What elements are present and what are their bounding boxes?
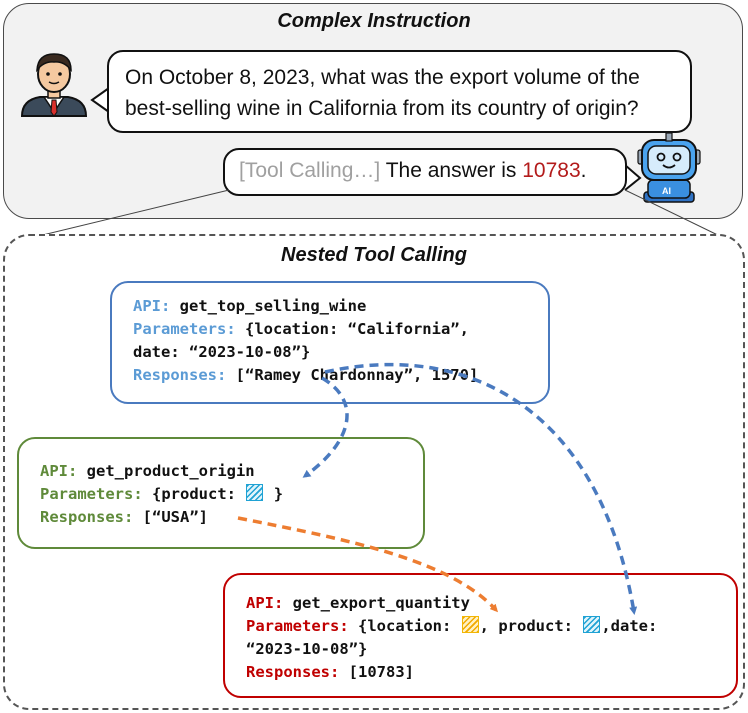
responses-key: Responses: <box>40 508 134 526</box>
blue-placeholder-icon <box>583 616 601 633</box>
api-name: get_product_origin <box>86 462 255 480</box>
question-bubble: On October 8, 2023, what was the export … <box>107 50 692 133</box>
parameters-key: Parameters: <box>40 485 143 503</box>
tool-call-product-origin: API: get_product_origin Parameters: {pro… <box>17 437 425 549</box>
tool-call-export-quantity: API: get_export_quantity Parameters: {lo… <box>223 573 738 698</box>
parameters-value-end: } <box>273 485 284 503</box>
answer-suffix: . <box>580 159 587 182</box>
tool-calling-label: [Tool Calling…] <box>239 159 381 182</box>
blue-placeholder-icon <box>246 484 264 501</box>
parameters-value: {location: “California”, <box>245 320 469 338</box>
responses-value: [“Ramey Chardonnay”, 1570] <box>235 366 479 384</box>
tool-call-top-selling-wine: API: get_top_selling_wine Parameters: {l… <box>110 281 550 404</box>
api-key: API: <box>40 462 78 480</box>
responses-value: [“USA”] <box>142 508 208 526</box>
nested-tool-calling-title: Nested Tool Calling <box>281 244 467 266</box>
answer-bubble: [Tool Calling…] The answer is 10783. <box>223 148 627 196</box>
parameters-value-cont: “2023-10-08”} <box>246 640 368 658</box>
responses-key: Responses: <box>133 366 227 384</box>
parameters-value-mid: , product: <box>479 617 573 635</box>
api-key: API: <box>133 297 171 315</box>
responses-key: Responses: <box>246 663 340 681</box>
responses-value: [10783] <box>348 663 414 681</box>
parameters-value: {product: <box>152 485 236 503</box>
yellow-placeholder-icon <box>461 616 479 633</box>
question-line-2: best-selling wine in California from its… <box>125 97 639 120</box>
api-name: get_top_selling_wine <box>179 297 367 315</box>
api-key: API: <box>246 594 284 612</box>
answer-value: 10783 <box>522 159 581 182</box>
parameters-value-cont: date: “2023-10-08”} <box>133 343 311 361</box>
parameters-key: Parameters: <box>246 617 349 635</box>
question-line-1: On October 8, 2023, what was the export … <box>125 66 640 89</box>
parameters-key: Parameters: <box>133 320 236 338</box>
api-name: get_export_quantity <box>292 594 470 612</box>
answer-text: The answer is <box>380 159 523 182</box>
parameters-value-end: ,date: <box>601 617 658 635</box>
complex-instruction-title: Complex Instruction <box>277 10 471 32</box>
parameters-value: {location: <box>358 617 452 635</box>
